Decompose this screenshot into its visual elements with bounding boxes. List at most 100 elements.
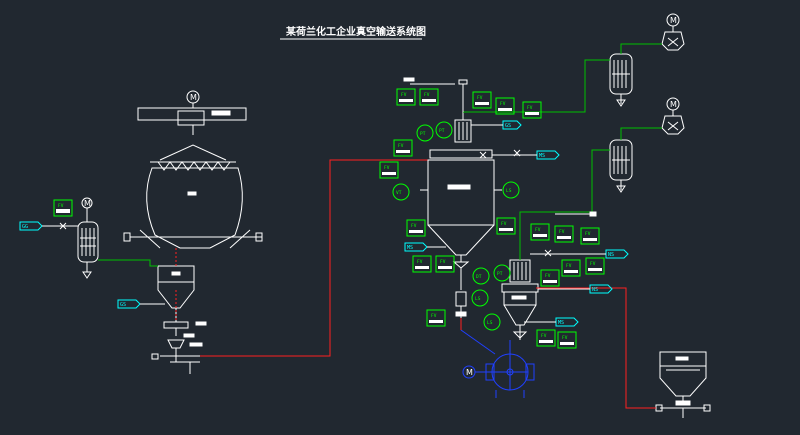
svg-text:FV: FV (535, 227, 541, 233)
pt-instrument-3: PT (493, 264, 511, 282)
rotary-pump: M (460, 329, 535, 398)
left-vacuum-line (98, 259, 158, 267)
svg-text:DT: DT (476, 274, 482, 280)
svg-text:LS: LS (487, 320, 493, 326)
fv-instrument-5: FV (522, 101, 542, 119)
vacuum-filter-1: M (609, 13, 685, 107)
svg-text:PT: PT (439, 128, 445, 134)
fv-instrument-2: FV (419, 88, 439, 106)
svg-text:M: M (466, 368, 473, 377)
svg-text:MS: MS (539, 153, 545, 159)
svg-text:VT: VT (396, 190, 402, 196)
fv-instrument-10: FV (530, 223, 550, 241)
svg-text:FV: FV (559, 229, 565, 235)
ls-instrument-3: LS (483, 313, 501, 331)
ls-instrument-2: LS (471, 289, 489, 307)
svg-text:FV: FV (541, 333, 547, 339)
svg-text:FV: FV (501, 221, 507, 227)
svg-text:MS: MS (407, 245, 413, 251)
piping (403, 77, 606, 323)
svg-text:FV: FV (384, 165, 390, 171)
svg-text:M: M (670, 100, 677, 109)
receiver-vacuum-line (463, 59, 610, 113)
vacuum-pump-1-icon (661, 31, 685, 51)
left-gs-tag: GS (117, 299, 165, 309)
left-dryer: M (77, 197, 99, 279)
svg-text:FV: FV (527, 105, 533, 111)
svg-text:FV: FV (417, 259, 423, 265)
fv-instrument-13: FV (412, 255, 432, 273)
vacuum-pump-2-icon (661, 115, 685, 135)
bigbag-station: M (123, 90, 263, 374)
tag-ns-1: NS (605, 249, 629, 259)
discharge-hopper (655, 351, 711, 418)
left-motor-label: M (84, 199, 91, 208)
dt-instrument: DT (472, 267, 490, 285)
svg-text:FV: FV (566, 263, 572, 269)
svg-text:FV: FV (431, 313, 437, 319)
vacuum-filter-2: M (609, 97, 685, 193)
tag-gs-right: GS (502, 120, 522, 130)
svg-text:FV: FV (411, 223, 417, 229)
fv-instrument-11: FV (554, 225, 574, 243)
svg-text:M: M (670, 16, 677, 25)
svg-text:FV: FV (545, 273, 551, 279)
left-gas-inlet-tag: GG (19, 221, 78, 231)
tag-ms-3: MS (555, 317, 579, 327)
fv-instrument-8: FV (406, 219, 426, 237)
fv-instrument-4: FV (495, 97, 515, 115)
discharge-line (536, 287, 656, 409)
motor-label: M (190, 93, 197, 102)
svg-text:GG: GG (22, 224, 28, 230)
svg-text:FV: FV (477, 95, 483, 101)
secondary-receiver (501, 259, 539, 340)
svg-text:FV: FV (562, 335, 568, 341)
vacuum-line-1 (620, 43, 662, 54)
fv-instrument-7: FV (379, 161, 399, 179)
tag-ns-2: NS (589, 284, 613, 294)
vacuum-receiver (420, 112, 502, 318)
fv-instrument-19: FV (536, 329, 556, 347)
tag-ms-1: MS (536, 150, 560, 160)
svg-text:LS: LS (475, 296, 481, 302)
svg-text:PT: PT (497, 271, 503, 277)
vt-instrument: VT (392, 183, 410, 201)
fv-instrument-20: FV (557, 331, 577, 349)
svg-text:MS: MS (558, 320, 564, 326)
pt-instrument-2: PT (435, 121, 453, 139)
svg-text:FV: FV (401, 92, 407, 98)
svg-text:FV: FV (585, 231, 591, 237)
fv-instrument-3: FV (472, 91, 492, 109)
fv-instrument-6: FV (393, 139, 413, 157)
svg-text:FV: FV (58, 203, 64, 209)
instrument-group: FV FV FV FV FV PT PT FV FV VT LS FV FV F… (379, 88, 605, 349)
fv-instrument-15: FV (540, 269, 560, 287)
ls-instrument-1: LS (502, 181, 520, 199)
svg-text:PT: PT (420, 131, 426, 137)
service-tags: GS MS MS NS NS MS (404, 120, 629, 327)
vacuum-line-2 (620, 127, 662, 140)
left-fv-instrument: FV (53, 199, 73, 217)
fv-instrument-18: FV (426, 309, 446, 327)
svg-text:FV: FV (424, 92, 430, 98)
svg-text:FV: FV (590, 261, 596, 267)
svg-text:FV: FV (398, 143, 404, 149)
svg-text:FV: FV (440, 259, 446, 265)
svg-text:GS: GS (505, 123, 511, 129)
svg-text:GS: GS (120, 302, 126, 308)
fv-instrument-17: FV (585, 257, 605, 275)
fv-instrument-1: FV (396, 88, 416, 106)
fv-instrument-16: FV (561, 259, 581, 277)
fv-instrument-14: FV (435, 255, 455, 273)
pt-instrument-1: PT (416, 124, 434, 142)
svg-text:NS: NS (608, 252, 614, 258)
svg-text:FV: FV (500, 101, 506, 107)
fv-instrument-12: FV (580, 227, 600, 245)
tag-ms-2: MS (404, 242, 428, 252)
svg-text:NS: NS (592, 287, 598, 293)
fv-instrument-9: FV (496, 217, 516, 235)
hoist-beam (137, 107, 247, 121)
svg-text:LS: LS (506, 188, 512, 194)
bigbag-icon (146, 167, 243, 249)
